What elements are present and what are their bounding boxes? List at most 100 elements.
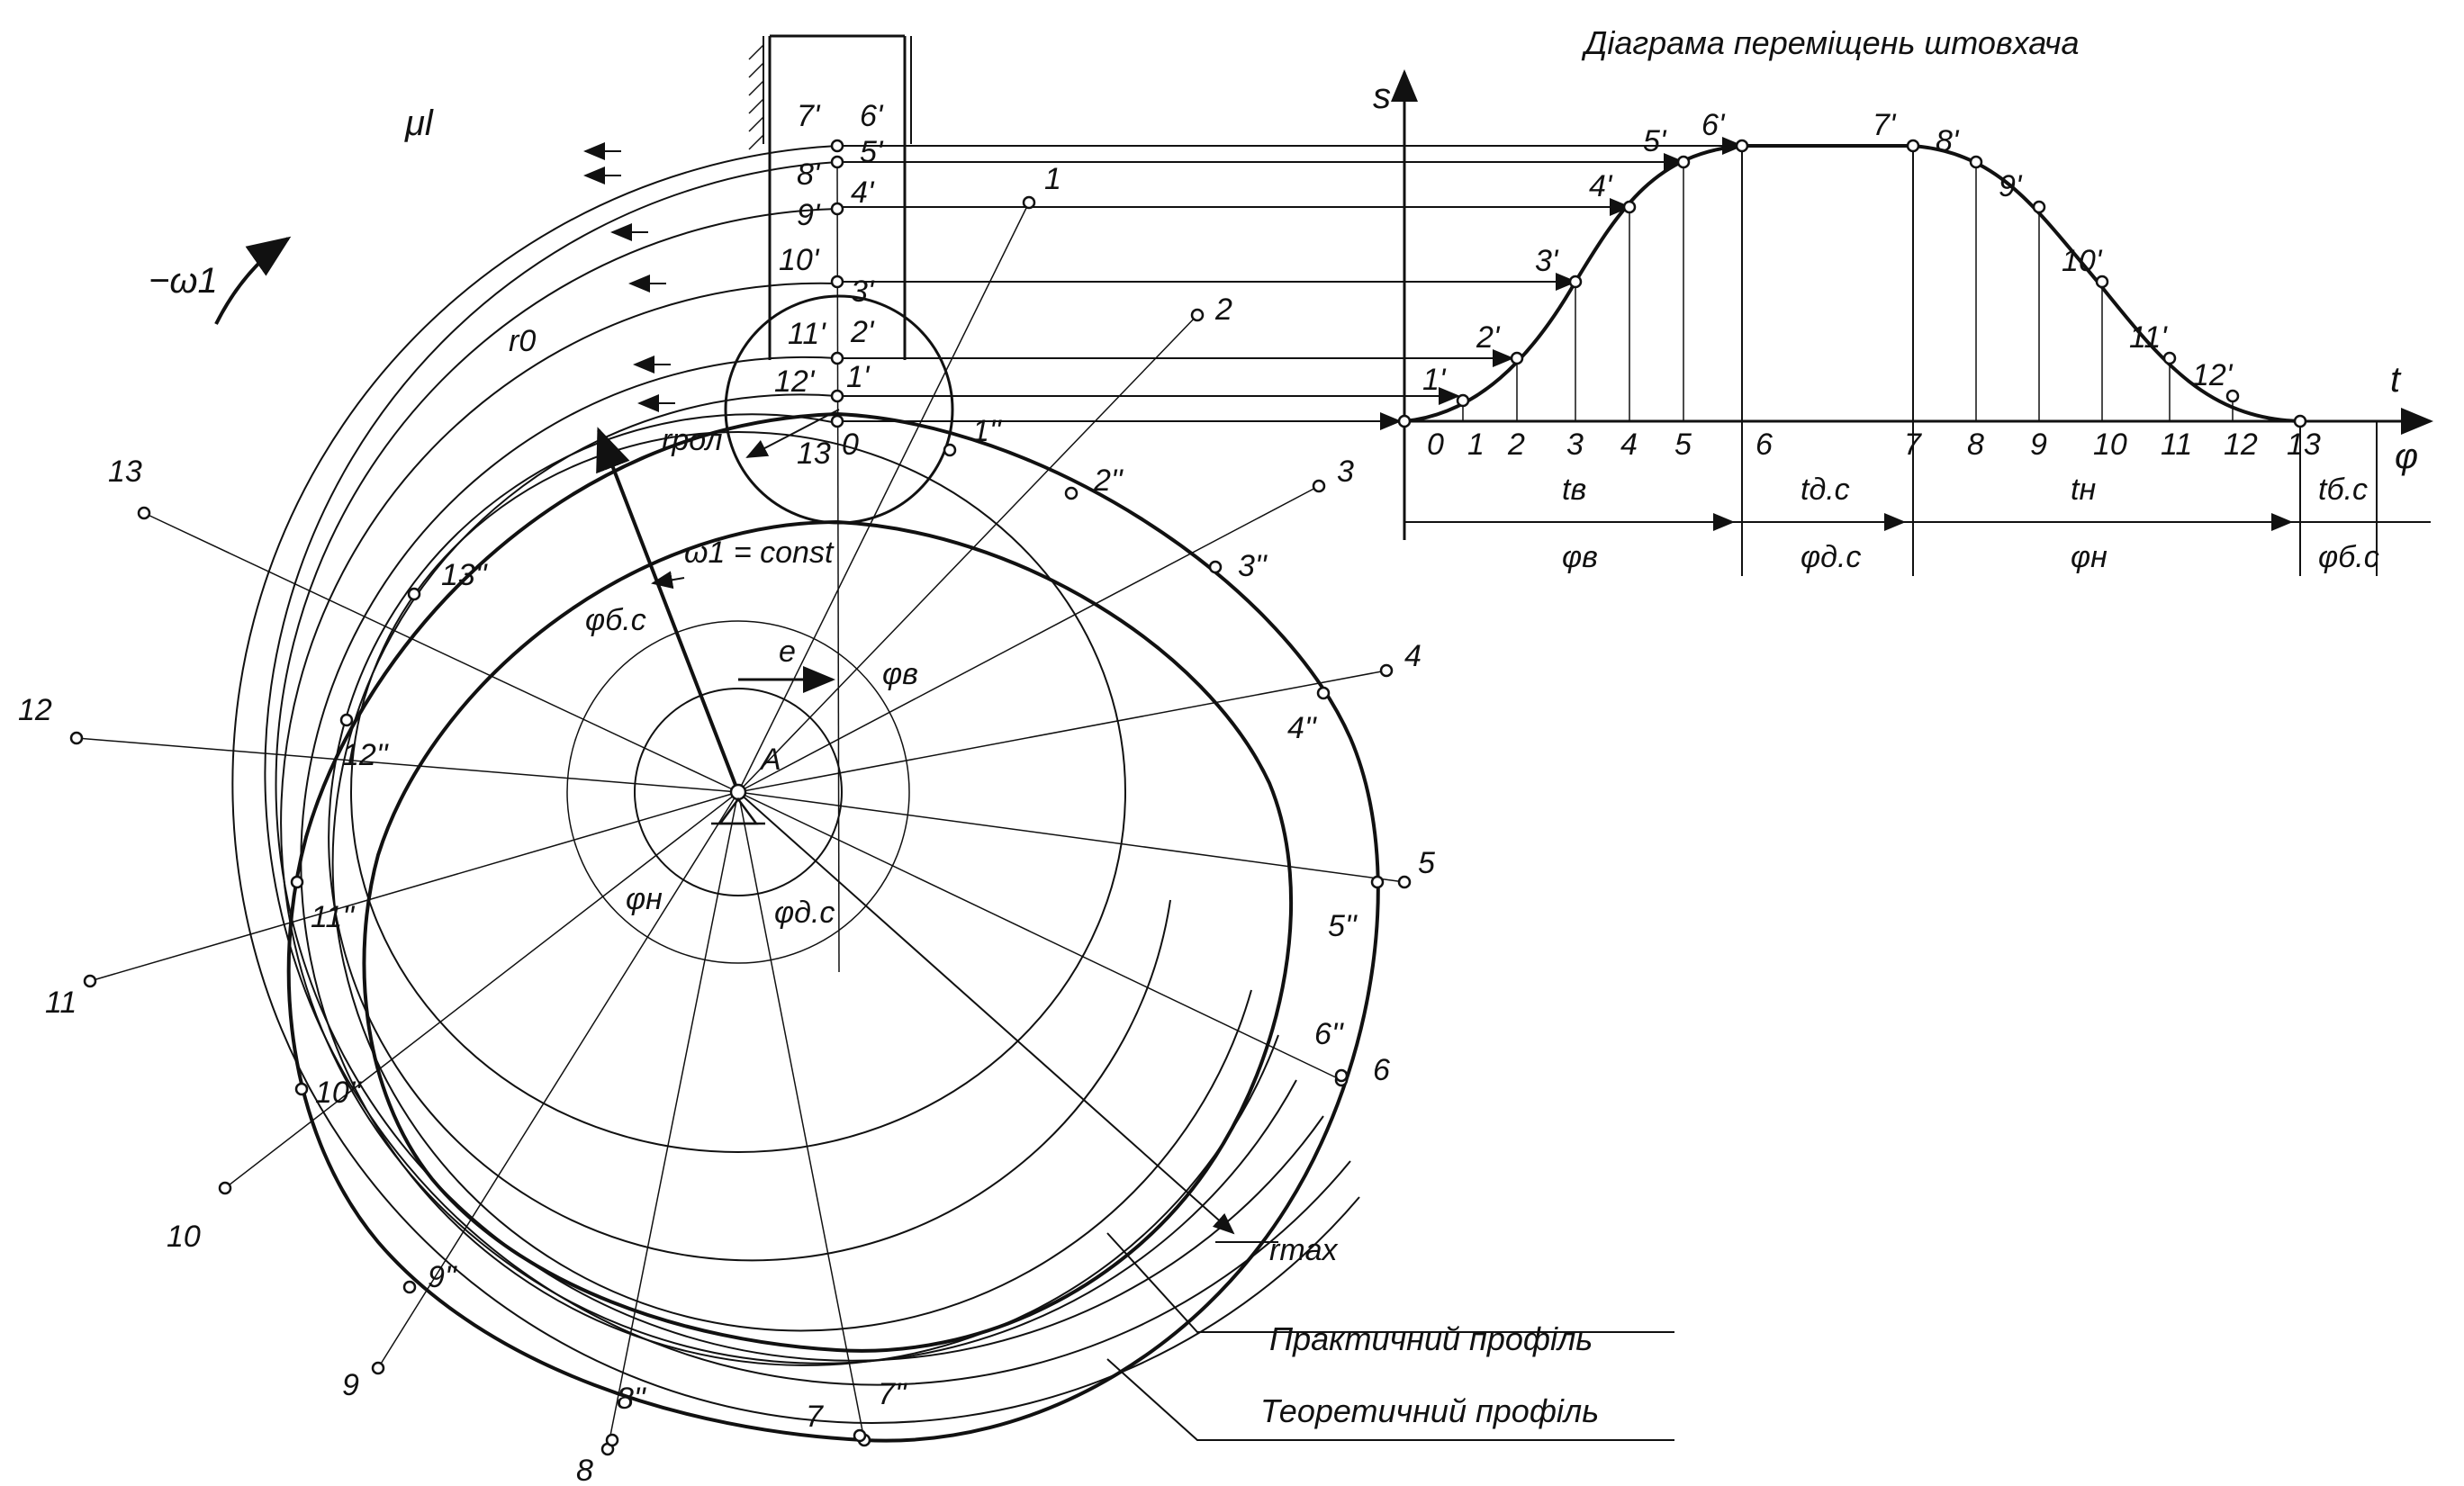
curve-point-label-4: 4' <box>1589 169 1613 203</box>
outer-point-label-7: 7 <box>806 1400 824 1434</box>
outer-point-12 <box>69 731 84 745</box>
pivot-A <box>711 783 765 825</box>
curve-point-label-8: 8' <box>1936 124 1960 158</box>
follower-label-8: 8' <box>797 158 821 192</box>
follower-label-0: 0 <box>842 428 859 462</box>
trace-arcs <box>231 145 1360 1424</box>
profile-point-7 <box>853 1428 867 1443</box>
tick-label-13: 13 <box>2287 428 2321 462</box>
profile-point-label-4: 4'' <box>1287 711 1317 745</box>
phase-angle-label-1: φд.с <box>1801 540 1861 574</box>
profile-point-label-7: 7'' <box>878 1377 907 1411</box>
profile-labels: 1''2''3''4''5''6''7''8''9''10''11''12''1… <box>311 414 1358 1416</box>
curve-verticals <box>1462 162 2234 421</box>
tick-label-6: 6 <box>1755 428 1773 462</box>
curve-dots <box>1397 139 2307 428</box>
follower-point-1 <box>830 155 844 169</box>
tick-label-8: 8 <box>1967 428 1984 462</box>
follower-label-6: 6' <box>860 99 884 133</box>
follower-labels: 01'2'3'4'5'6'7'8'9'10'11'12'13 <box>774 99 884 471</box>
outer-point-9 <box>371 1361 385 1375</box>
phase-time-label-3: tб.с <box>2318 473 2368 507</box>
curve-point-label-1: 1' <box>1422 363 1447 397</box>
follower-stem <box>763 34 912 360</box>
curve-point-label-12: 12' <box>2192 358 2234 392</box>
outer-point-2 <box>1190 308 1205 322</box>
tick-label-10: 10 <box>2093 428 2127 462</box>
profile-point-9 <box>402 1280 417 1294</box>
theoretical-profile-label: Теоретичний профіль <box>1260 1392 1599 1429</box>
outer-point-5 <box>1397 875 1412 889</box>
angle-phi-bs: φб.с <box>585 603 646 637</box>
profile-point-10 <box>294 1082 309 1096</box>
curve-point-1 <box>1456 393 1470 408</box>
follower-point-2 <box>830 202 844 216</box>
outer-point-label-10: 10 <box>167 1220 201 1254</box>
profile-point-6 <box>1334 1068 1349 1083</box>
profile-point-label-12: 12'' <box>342 738 389 772</box>
outer-point-label-3: 3 <box>1337 455 1354 489</box>
projection-lines <box>842 137 1744 430</box>
guide-hatching-left <box>748 44 764 150</box>
follower-label-2: 2' <box>850 315 875 349</box>
curve-point-13 <box>2293 414 2307 428</box>
omega-const-label: ω1 = const <box>684 536 835 570</box>
follower-label-3: 3' <box>851 275 875 309</box>
profile-point-label-13: 13'' <box>441 558 488 592</box>
angle-phi-ds: φд.с <box>774 896 835 930</box>
practical-profile <box>362 519 1294 1353</box>
curve-point-3 <box>1568 275 1583 289</box>
scale-label: μl <box>404 104 434 143</box>
outer-point-label-6: 6 <box>1373 1053 1390 1087</box>
curve-point-12 <box>2225 389 2240 403</box>
follower-label-10: 10' <box>779 243 820 277</box>
tick-label-1: 1 <box>1467 428 1485 462</box>
practical-profile-label: Практичний профіль <box>1269 1320 1593 1357</box>
follower-point-5 <box>830 389 844 403</box>
tick-label-9: 9 <box>2030 428 2047 462</box>
profile-point-8 <box>605 1433 619 1447</box>
profile-point-label-5: 5'' <box>1328 909 1358 943</box>
follower-point-0 <box>830 139 844 153</box>
inner-base-circle <box>350 431 1126 1153</box>
profile-point-3 <box>1208 560 1223 574</box>
tick-label-5: 5 <box>1674 428 1692 462</box>
tick-label-2: 2 <box>1507 428 1525 462</box>
curve-point-11 <box>2162 351 2177 365</box>
curve-point-label-7: 7' <box>1873 108 1897 142</box>
tick-label-12: 12 <box>2224 428 2258 462</box>
t-axis-label: t <box>2390 360 2402 400</box>
profile-point-2 <box>1064 486 1079 500</box>
curve-point-10 <box>2095 275 2109 289</box>
curve-point-9 <box>2032 200 2046 214</box>
curve-point-0 <box>1397 414 1412 428</box>
phase-angle-label-2: φн <box>2071 540 2107 574</box>
profile-point-4 <box>1316 686 1331 700</box>
curve-point-label-6: 6' <box>1701 108 1726 142</box>
rmax-label: rmax <box>1269 1233 1339 1267</box>
outer-point-label-2: 2 <box>1214 293 1232 327</box>
profile-point-1 <box>943 443 957 457</box>
curve-point-8 <box>1969 155 1983 169</box>
curve-point-4 <box>1622 200 1637 214</box>
tick-label-4: 4 <box>1620 428 1638 462</box>
phase-angle-label-3: φб.с <box>2318 540 2379 574</box>
angle-phi-n: φн <box>626 882 663 916</box>
follower-label-7: 7' <box>797 99 821 133</box>
follower-label-13: 13 <box>797 437 831 471</box>
outer-point-3 <box>1312 479 1326 493</box>
phase-time-label-1: tд.с <box>1801 473 1850 507</box>
outer-point-label-9: 9 <box>342 1368 359 1402</box>
profile-point-label-10: 10'' <box>315 1076 362 1110</box>
arc-arrows <box>583 142 685 590</box>
follower-point-6 <box>830 414 844 428</box>
follower-label-5: 5' <box>860 135 884 169</box>
outer-point-label-1: 1 <box>1044 162 1061 196</box>
eccentricity-label: e <box>779 635 796 669</box>
phase-angle-label-0: φв <box>1562 540 1598 574</box>
tick-label-0: 0 <box>1427 428 1444 462</box>
follower-label-12: 12' <box>774 365 816 399</box>
curve-point-label-10: 10' <box>2062 244 2103 278</box>
tick-label-7: 7 <box>1904 428 1922 462</box>
